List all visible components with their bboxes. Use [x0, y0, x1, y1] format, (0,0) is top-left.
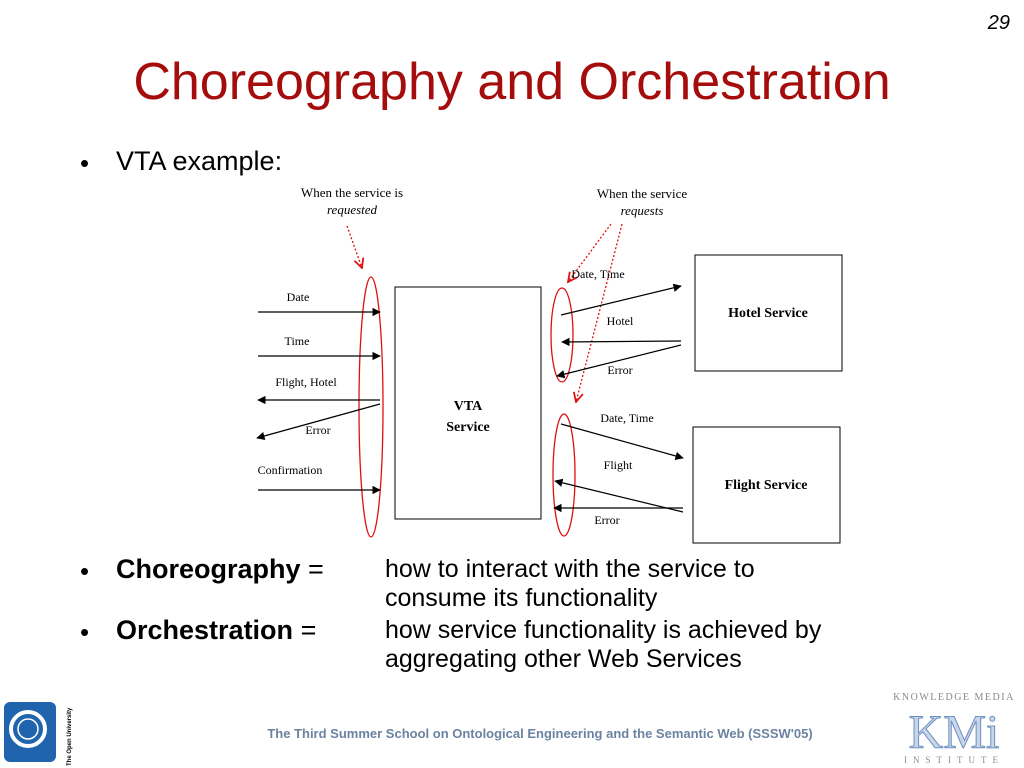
hotel-message-label-error: Error	[607, 363, 632, 377]
message-label-date: Date	[287, 290, 310, 304]
flight-message-label-error: Error	[594, 513, 619, 527]
choreography-equals: =	[308, 554, 324, 584]
footer-text: The Third Summer School on Ontological E…	[267, 726, 813, 741]
vta-service-box	[394, 286, 542, 520]
flight-service-box	[692, 426, 841, 544]
kmi-logo: KNOWLEDGE MEDIA KMi INSTITUTE	[893, 692, 1015, 765]
flight-message-arrow-date-time	[560, 423, 684, 461]
orchestration-equals: =	[300, 615, 317, 645]
bullet-marker: •	[80, 617, 90, 647]
hotel-service-label: Hotel Service	[728, 306, 808, 321]
flight-service-label: Flight Service	[725, 478, 808, 493]
kmi-logo-top-text: KNOWLEDGE MEDIA	[893, 692, 1015, 703]
message-arrow-error	[256, 403, 381, 441]
pointer-requests-arrow-flight	[576, 223, 623, 402]
annotation-requested-line1: When the service is	[301, 185, 403, 200]
orchestration-term-line: Orchestration =	[116, 615, 316, 646]
page-number: 29	[987, 12, 1010, 34]
choreography-ellipse	[358, 276, 384, 538]
choreography-term: Choreography	[116, 554, 301, 584]
bullet-vta-example: VTA example:	[116, 146, 283, 176]
orchestration-definition: how service functionality is achieved by…	[385, 616, 822, 673]
choreography-definition: how to interact with the service to cons…	[385, 555, 755, 612]
bullet-marker: •	[80, 556, 90, 586]
pointer-requested-arrow	[346, 225, 362, 268]
orchestration-term: Orchestration	[116, 615, 294, 645]
slide-title: Choreography and Orchestration	[133, 53, 891, 111]
annotation-requests-line1: When the service	[597, 186, 687, 201]
flight-orchestration-ellipse	[552, 413, 576, 537]
message-label-flight-hotel: Flight, Hotel	[275, 375, 337, 389]
hotel-message-label-hotel: Hotel	[607, 314, 634, 328]
hotel-message-label-date-time: Date, Time	[571, 267, 624, 281]
hotel-message-arrow-error	[556, 344, 682, 379]
message-label-confirmation: Confirmation	[258, 463, 323, 477]
message-label-error: Error	[305, 423, 330, 437]
kmi-logo-mark: KMi	[909, 706, 1000, 759]
flight-message-label-date-time: Date, Time	[600, 411, 653, 425]
hotel-orchestration-ellipse	[550, 287, 574, 383]
choreography-term-line: Choreography =	[116, 554, 324, 585]
hotel-service-box	[694, 254, 843, 372]
hotel-message-arrow-date-time	[560, 283, 682, 316]
pointer-requests-arrow-hotel	[568, 223, 612, 282]
annotation-requests-line2: requests	[621, 203, 664, 218]
message-label-time: Time	[285, 334, 310, 348]
bullet-marker: •	[80, 148, 90, 178]
hotel-message-arrow-hotel	[561, 337, 682, 347]
open-university-logo: The Open University	[4, 702, 73, 766]
flight-message-arrow-flight	[554, 478, 684, 513]
annotation-requested-line2: requested	[327, 202, 378, 217]
open-university-logo-text: The Open University	[67, 707, 73, 766]
vta-service-label-line2: Service	[446, 420, 490, 435]
vta-service-label-line1: VTA	[454, 399, 483, 414]
kmi-logo-bottom-text: INSTITUTE	[904, 755, 1004, 765]
flight-message-label-flight: Flight	[604, 458, 633, 472]
